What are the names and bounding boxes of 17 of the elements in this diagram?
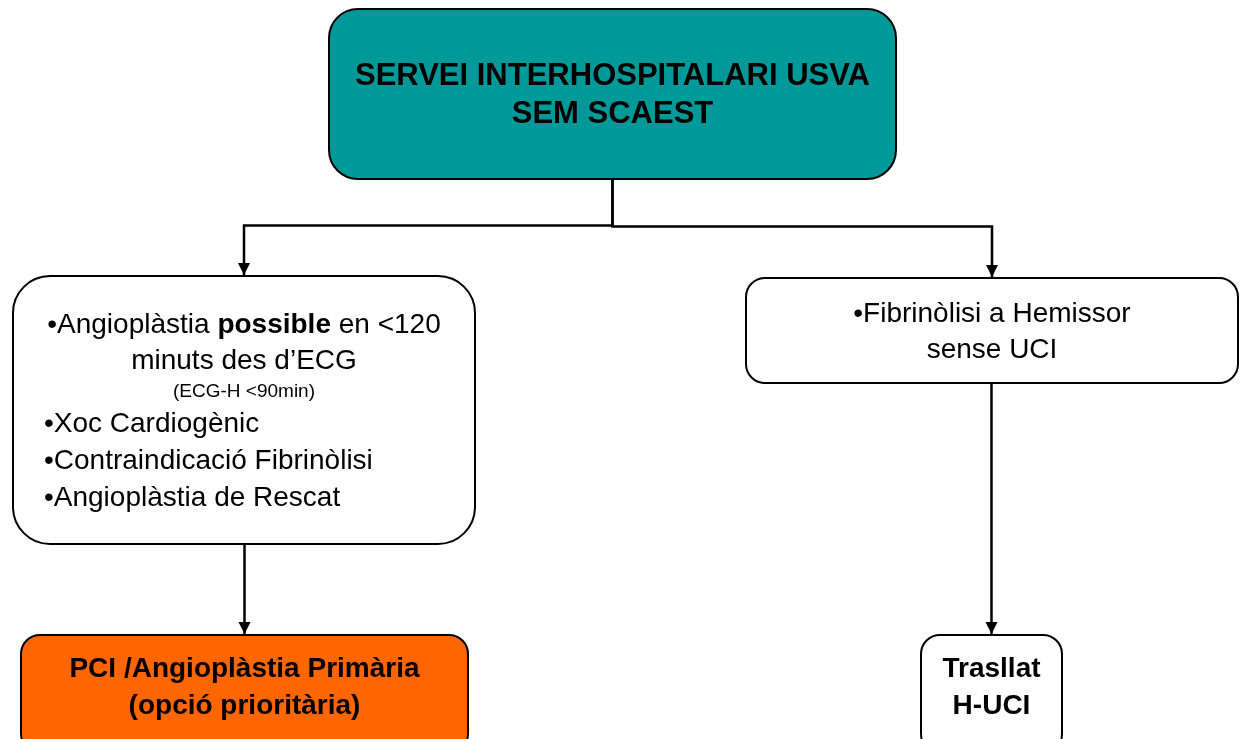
priority-box (20, 634, 469, 739)
node-text: •Angioplàstia possible en <120 minuts des d’ECG (46, 306, 442, 377)
node-text: SERVEI INTERHOSPITALARI USVA SEM SCAEST (354, 56, 871, 132)
node-text: •Fibrinòlisi a Hemissor sense UCI (852, 295, 1132, 366)
node-text: •Xoc Cardiogènic (44, 405, 260, 440)
transfer-box (920, 634, 1063, 739)
criteria-box (12, 275, 476, 545)
node-text: (ECG-H <90min) (173, 378, 315, 403)
node-text: •Contraindicació Fibrinòlisi (44, 442, 373, 477)
node-text: •Angioplàstia de Rescat (44, 479, 341, 514)
node-text: Trasllat H-UCI (941, 651, 1042, 722)
arrow (238, 545, 251, 634)
node-text: PCI /Angioplàstia Primària (opció prioritària) (68, 651, 421, 722)
arrow (985, 384, 998, 634)
arrow (611, 180, 999, 277)
option-box (745, 277, 1239, 384)
title-box (328, 8, 897, 180)
